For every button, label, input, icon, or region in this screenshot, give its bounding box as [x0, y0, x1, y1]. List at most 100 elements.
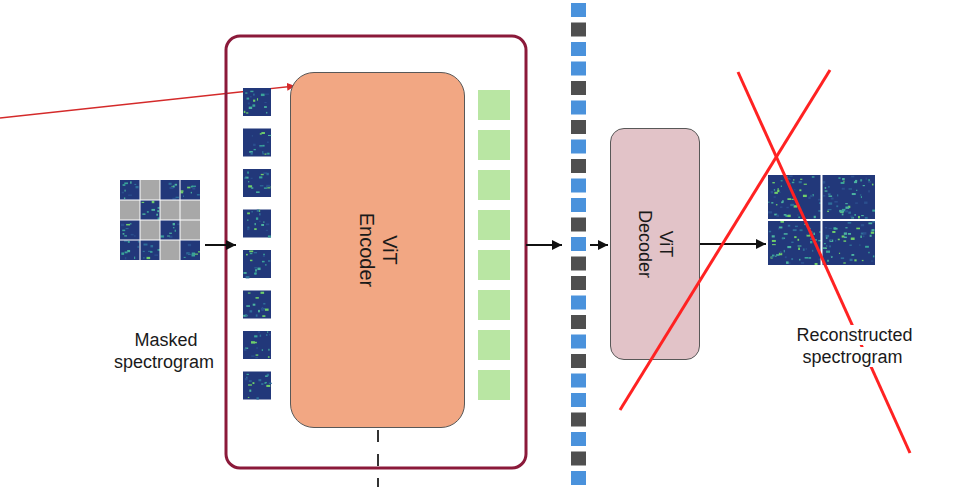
patch-speck — [854, 181, 857, 183]
mask-token — [571, 159, 586, 173]
patch-speck — [871, 232, 874, 234]
patch-speck — [779, 227, 783, 229]
patch-speck — [249, 380, 252, 381]
patch-ground — [180, 240, 200, 260]
patch-speck — [789, 175, 792, 177]
patch-speck — [197, 194, 200, 196]
patch-speck — [795, 226, 798, 227]
patch-speck — [772, 182, 774, 183]
patch-speck — [823, 247, 827, 249]
patch-speck — [262, 315, 265, 317]
patch-speck — [870, 235, 872, 237]
patch-speck — [827, 260, 829, 262]
patch-speck — [131, 234, 134, 235]
patch-speck — [771, 202, 773, 203]
patch-speck — [851, 238, 855, 240]
visible-patch — [160, 220, 181, 240]
embedding-token — [478, 130, 510, 160]
patch-speck — [176, 197, 179, 198]
patch-speck — [868, 179, 869, 181]
patch-speck — [791, 199, 795, 200]
patch-speck — [187, 187, 190, 189]
patch-speck — [124, 197, 125, 199]
embedding-token — [478, 90, 510, 120]
patch-speck — [191, 192, 192, 194]
stem-line — [377, 430, 379, 487]
patch-speck — [255, 272, 257, 274]
patch-speck — [148, 251, 152, 252]
patch-speck — [772, 235, 775, 237]
patch-speck — [249, 151, 253, 153]
patch-speck — [794, 198, 797, 200]
patch-speck — [850, 216, 853, 218]
cross-line — [738, 72, 910, 453]
patch-speck — [258, 331, 260, 333]
patch-speck — [260, 133, 262, 134]
patch-speck — [810, 241, 812, 243]
patch-speck — [784, 176, 788, 178]
patch-token — [243, 88, 271, 116]
patch-speck — [862, 260, 864, 261]
patch-speck — [253, 144, 256, 146]
patch-speck — [147, 211, 149, 213]
patch-ground — [243, 331, 271, 359]
patch-speck — [150, 245, 153, 247]
patch-speck — [254, 273, 256, 275]
reconstructed-patch — [822, 220, 876, 265]
patch-speck — [812, 250, 813, 252]
patch-speck — [123, 233, 125, 235]
visible-token — [571, 335, 586, 349]
patch-speck — [861, 224, 864, 226]
patch-speck — [860, 236, 861, 238]
flow-arrow — [590, 244, 608, 246]
patch-ground — [243, 372, 271, 400]
patch-speck — [823, 181, 826, 183]
group-frame — [226, 36, 526, 468]
patch-speck — [865, 246, 869, 248]
caption-holder: Reconstructed spectrogram — [766, 325, 941, 368]
patch-speck — [186, 253, 187, 255]
patch-speck — [244, 177, 246, 178]
patch-speck — [810, 238, 812, 240]
patch-speck — [250, 253, 253, 254]
patch-speck — [850, 259, 853, 261]
visible-token — [571, 432, 586, 446]
patch-speck — [839, 253, 840, 254]
visible-patch — [180, 240, 200, 260]
patch-speck — [186, 252, 189, 253]
patch-speck — [861, 215, 864, 216]
patch-speck — [265, 264, 266, 266]
patch-speck — [842, 213, 844, 215]
patch-speck — [245, 314, 247, 316]
patch-speck — [825, 227, 827, 229]
embedding-token — [478, 250, 510, 280]
patch-token — [243, 129, 271, 157]
patch-speck — [830, 256, 831, 257]
patch-speck — [245, 378, 248, 380]
patch-speck — [263, 254, 265, 256]
patch-speck — [246, 112, 248, 113]
patch-speck — [247, 212, 250, 214]
patch-speck — [260, 185, 264, 186]
patch-speck — [859, 245, 860, 246]
visible-patch — [140, 200, 160, 220]
patch-speck — [831, 198, 834, 200]
patch-speck — [788, 225, 790, 227]
patch-speck — [192, 254, 196, 256]
visible-token — [571, 237, 586, 251]
patch-speck — [188, 254, 191, 255]
patch-speck — [188, 244, 191, 246]
patch-speck — [845, 210, 848, 212]
patch-speck — [781, 201, 783, 203]
patch-speck — [256, 354, 259, 355]
patch-speck — [254, 267, 257, 268]
patch-speck — [247, 374, 249, 375]
patch-speck — [124, 182, 128, 184]
mask-token — [571, 452, 586, 466]
grid-line — [120, 220, 200, 221]
patch-speck — [863, 185, 865, 186]
patch-speck — [819, 259, 820, 261]
patch-ground — [243, 250, 271, 278]
patch-token — [243, 291, 271, 319]
patch-speck — [267, 374, 269, 376]
